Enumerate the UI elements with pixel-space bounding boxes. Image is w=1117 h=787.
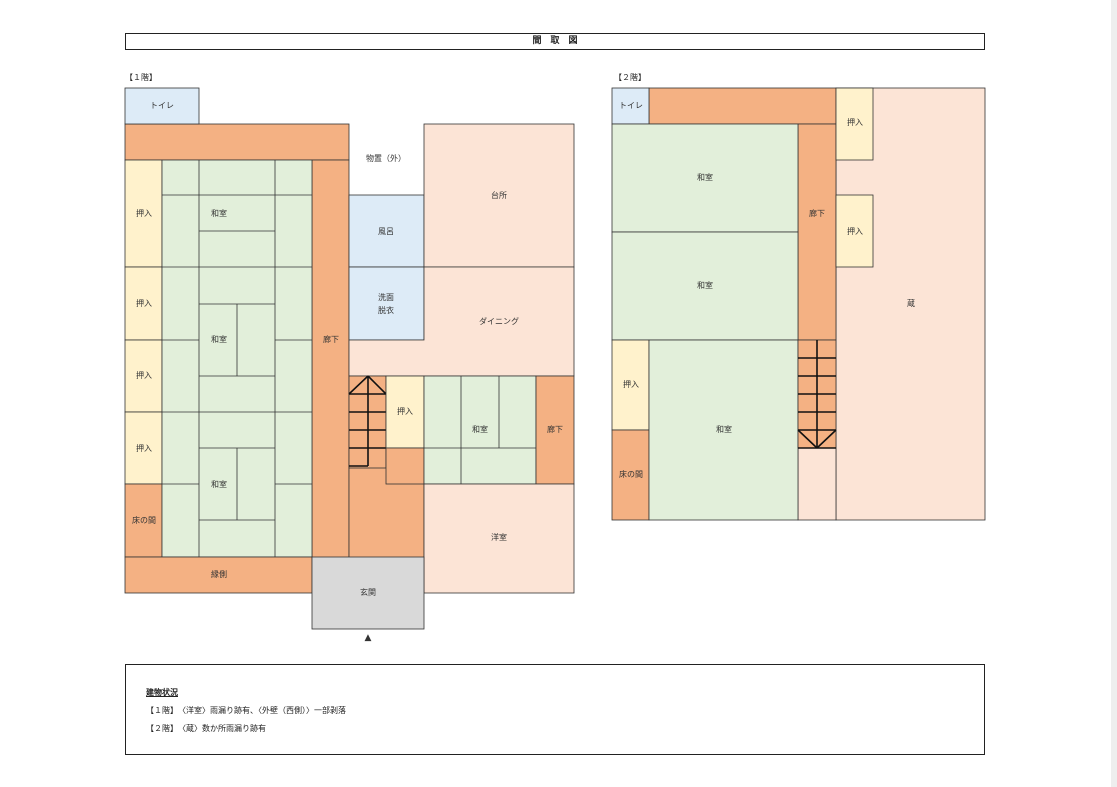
building-status-line-2: 【２階】 〈蔵〉数か所雨漏り跡有 [146, 724, 266, 733]
f2-washitsu-2 [611, 231, 799, 341]
f1-furo-label: 風呂 [378, 227, 394, 236]
f2-toilet [611, 87, 650, 125]
f1-oshiire-3-label: 押入 [136, 370, 152, 380]
floor-plan-title: 間 取 図 [125, 33, 985, 50]
f2-washitsu-3 [648, 339, 799, 521]
f2-tokonoma [611, 429, 650, 521]
f2-washitsu-1-label: 和室 [697, 172, 713, 182]
f1-oshiire-4-label: 押入 [136, 443, 152, 453]
f1-engawa [124, 556, 313, 594]
f1-corridor-main [311, 159, 350, 559]
floor2-label: 【２階】 [614, 73, 646, 82]
f1-datsui-label: 脱衣 [378, 305, 394, 315]
f2-corridor-top [648, 87, 837, 125]
f2-oshiire-1 [835, 87, 874, 161]
f1-oshiire-2 [124, 266, 163, 341]
f1-stairs-lines [348, 375, 387, 467]
f1-tokonoma-label: 床の間 [132, 515, 156, 525]
f1-genkan-label: 玄関 [360, 587, 376, 597]
f2-oshiire-2 [835, 194, 874, 268]
f1-monooki-label: 物置（外） [366, 153, 406, 163]
f1-rouka-label: 廊下 [323, 334, 339, 344]
f2-oshiire-2-label: 押入 [847, 226, 863, 236]
f1-washitsu-4 [423, 375, 537, 485]
f1-senmen [348, 266, 425, 341]
f2-washitsu-3-label: 和室 [716, 424, 732, 434]
f1-rouka-2 [535, 375, 575, 485]
building-status-box: 建物状況 【１階】 〈洋室〉雨漏り跡有、〈外壁（西側）〉一部剥落 【２階】 〈蔵… [125, 664, 985, 755]
f1-corridor-top [124, 123, 350, 161]
f2-kura-lower [797, 447, 837, 521]
f1-dining-label: ダイニング [479, 316, 519, 326]
f2-washitsu-2-label: 和室 [697, 280, 713, 290]
f1-washitsu-2-label: 和室 [211, 334, 227, 344]
f1-genkan [311, 556, 425, 630]
f1-toilet [124, 87, 200, 125]
f1-stair-landing [385, 447, 425, 485]
f1-washitsu-4-label: 和室 [472, 424, 488, 434]
f1-youshitsu [423, 483, 575, 594]
f1-daidokoro [423, 123, 575, 268]
f2-stairs-lines [797, 340, 837, 449]
f1-oshiire-5 [385, 375, 425, 449]
f1-washitsu-1-label: 和室 [211, 208, 227, 218]
f2-oshiire-3-label: 押入 [623, 379, 639, 389]
floor1-label: 【１階】 [125, 73, 157, 82]
f1-oshiire-1 [124, 159, 163, 268]
page-edge [1111, 0, 1117, 787]
f2-washitsu-1 [611, 123, 799, 233]
building-status-line-1: 【１階】 〈洋室〉雨漏り跡有、〈外壁（西側）〉一部剥落 [146, 706, 346, 715]
f1-oshiire-3 [124, 339, 163, 413]
f1-oshiire-1-label: 押入 [136, 208, 152, 218]
entrance-arrow-icon: ▲ [365, 633, 372, 643]
f1-rouka-2-label: 廊下 [547, 424, 563, 434]
building-status-heading: 建物状況 [146, 688, 178, 697]
f2-rouka-label: 廊下 [809, 208, 825, 218]
f1-oshiire-5-label: 押入 [397, 406, 413, 416]
f1-senmen-label: 洗面 [378, 292, 394, 302]
f1-washitsu-3-label: 和室 [211, 479, 227, 489]
f1-toilet-label: トイレ [150, 101, 174, 110]
f1-furo [348, 194, 425, 268]
f2-oshiire-1-label: 押入 [847, 117, 863, 127]
f2-tokonoma-label: 床の間 [619, 469, 643, 479]
f1-youshitsu-label: 洋室 [491, 532, 507, 542]
f2-toilet-label: トイレ [619, 101, 643, 110]
f1-oshiire-2-label: 押入 [136, 298, 152, 308]
f2-kura-label: 蔵 [907, 298, 915, 308]
f2-corridor-main [797, 123, 837, 341]
f1-daidokoro-label: 台所 [491, 190, 507, 200]
f1-engawa-label: 縁側 [211, 569, 227, 579]
